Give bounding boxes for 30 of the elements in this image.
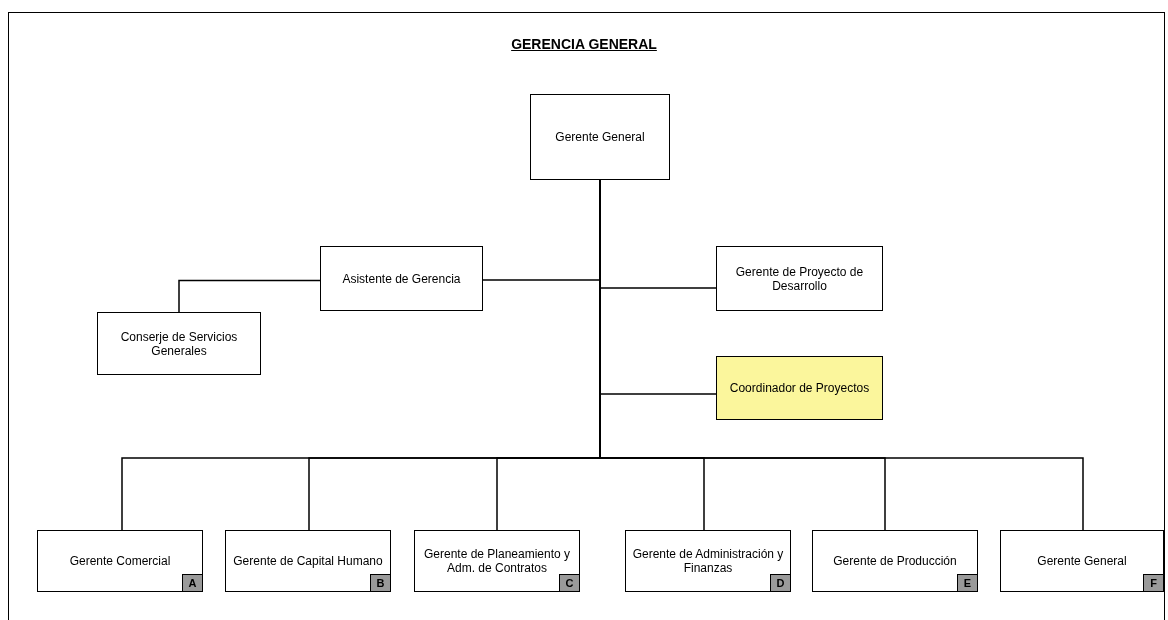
position-title: Asistente de Gerencia: [342, 271, 461, 286]
position-box: [414, 530, 580, 592]
position-title: Coordinador de Proyectos: [729, 381, 870, 395]
position-box: [37, 530, 203, 592]
position-title: Gerente General: [1037, 554, 1127, 568]
division-tag: E: [957, 574, 977, 591]
position-box: [1000, 530, 1164, 592]
position-title: Gerente de Capital Humano: [233, 554, 383, 568]
position-title: Gerente de Planeamiento y Adm. de Contratos: [422, 547, 572, 575]
position-box: [625, 530, 791, 592]
position-box: [320, 246, 483, 311]
division-tag: C: [559, 574, 579, 591]
position-title: Gerente General: [555, 130, 645, 144]
position-title: Conserje de Servicios Generales: [119, 329, 239, 358]
position-box: [97, 312, 261, 375]
position-box: [530, 94, 670, 180]
position-box: [225, 530, 391, 592]
division-tag: B: [370, 574, 390, 591]
chart-title: GERENCIA GENERAL: [510, 36, 658, 52]
position-title: Gerente de Producción: [833, 554, 957, 568]
position-title: Gerente de Proyecto de Desarrollo: [734, 264, 865, 293]
connector-line: [178, 279, 321, 313]
division-tag: A: [182, 574, 202, 591]
position-box: [812, 530, 978, 592]
position-title: Gerente de Administración y Finanzas: [632, 547, 784, 575]
division-tag: D: [770, 574, 790, 591]
position-box: [716, 356, 883, 420]
division-tag: F: [1143, 574, 1163, 591]
position-title: Gerente Comercial: [69, 554, 171, 568]
position-box: [716, 246, 883, 311]
